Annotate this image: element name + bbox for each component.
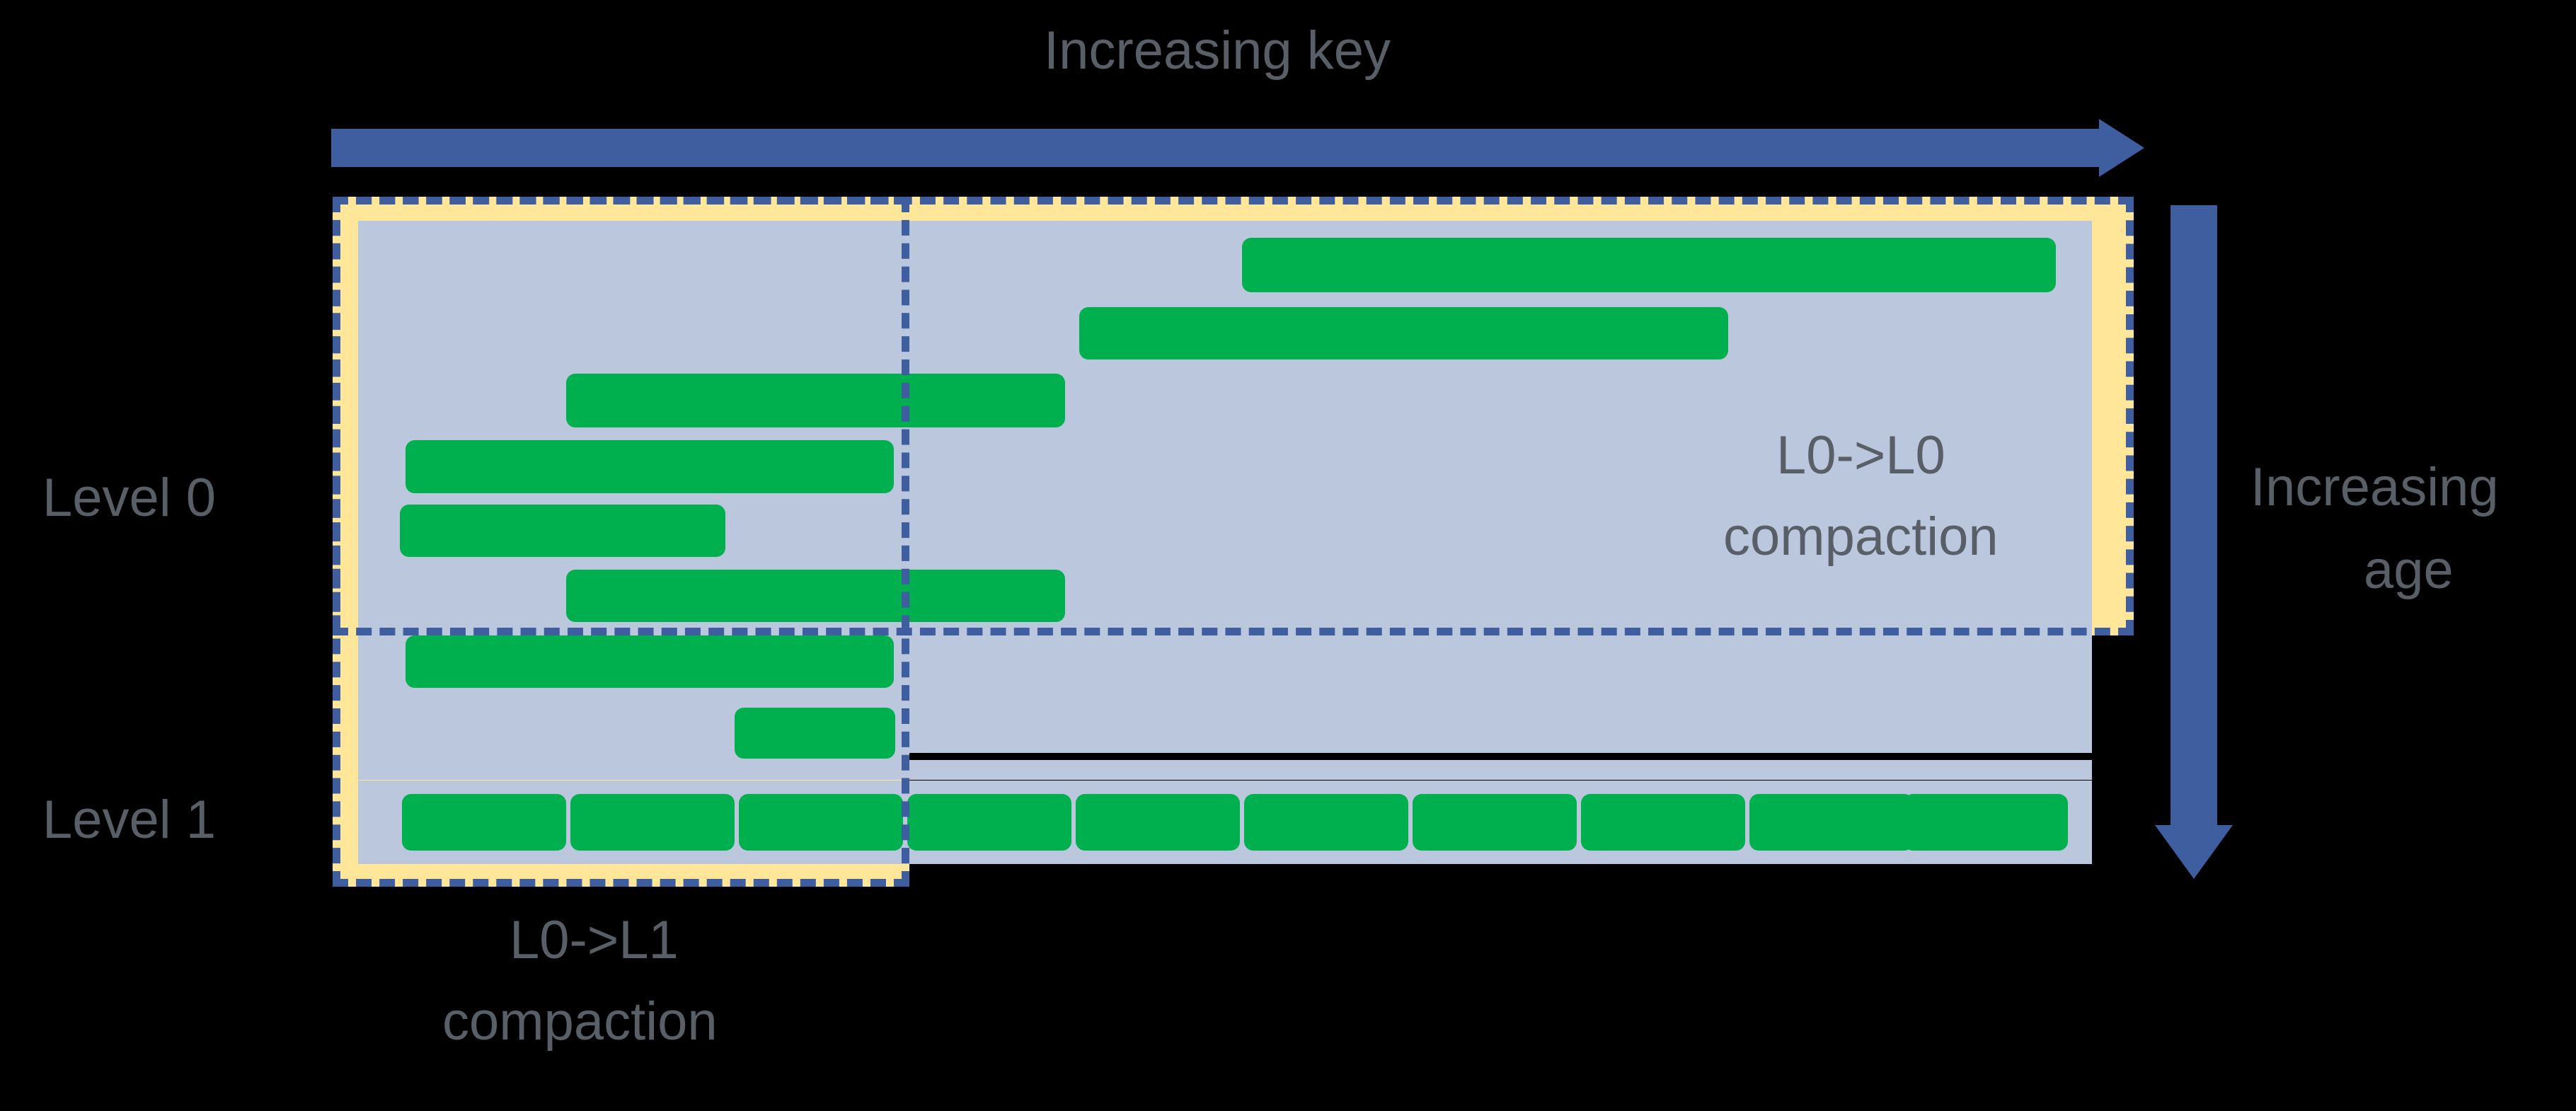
l0-l1-compaction-label-line1: L0->L1: [510, 910, 679, 970]
level-1-sstable-0[interactable]: [402, 794, 566, 851]
increasing-age-label-line2: age: [2364, 540, 2454, 600]
level-1-sstable-8[interactable]: [1749, 794, 1914, 851]
level-0-sstable-0[interactable]: [1242, 238, 2056, 292]
level-0-label: Level 0: [42, 468, 217, 528]
increasing-key-label: Increasing key: [1044, 21, 1391, 81]
level-0-sstable-5[interactable]: [566, 570, 1065, 622]
level-1-sstable-5[interactable]: [1244, 794, 1408, 851]
level-1-label: Level 1: [42, 790, 217, 850]
level-1-sstable-7[interactable]: [1581, 794, 1745, 851]
l0-l0-compaction-label-line2: compaction: [1723, 507, 1999, 567]
key-arrow-shaft: [331, 129, 2100, 167]
level-0-sstable-3[interactable]: [406, 440, 894, 493]
level-1-sstable-6[interactable]: [1413, 794, 1577, 851]
level-separator-line: [909, 753, 2092, 760]
level-0-sstable-6[interactable]: [406, 635, 894, 688]
increasing-age-label-line1: Increasing: [2250, 457, 2499, 517]
level-0-sstable-4[interactable]: [400, 505, 725, 557]
increasing-age-arrow: [2155, 205, 2233, 879]
level-1-sstable-4[interactable]: [1076, 794, 1240, 851]
level-0-sstable-7[interactable]: [735, 708, 895, 759]
level-1-sstable-9[interactable]: [1904, 794, 2068, 851]
age-arrow-head-icon: [2155, 825, 2233, 879]
age-arrow-shaft: [2170, 205, 2217, 828]
l0-l0-compaction-label-line1: L0->L0: [1776, 425, 1945, 485]
level-0-sstable-1[interactable]: [1079, 307, 1728, 359]
l0-l1-compaction-label-line2: compaction: [442, 991, 718, 1052]
increasing-key-arrow: [331, 119, 2144, 177]
level-1-sstable-1[interactable]: [570, 794, 735, 851]
key-arrow-head-icon: [2099, 119, 2144, 177]
level-0-sstable-2[interactable]: [566, 374, 1065, 427]
level-1-sstable-2[interactable]: [739, 794, 903, 851]
level-0-slab-right-extension: [909, 630, 2092, 754]
level-1-sstable-3[interactable]: [907, 794, 1071, 851]
